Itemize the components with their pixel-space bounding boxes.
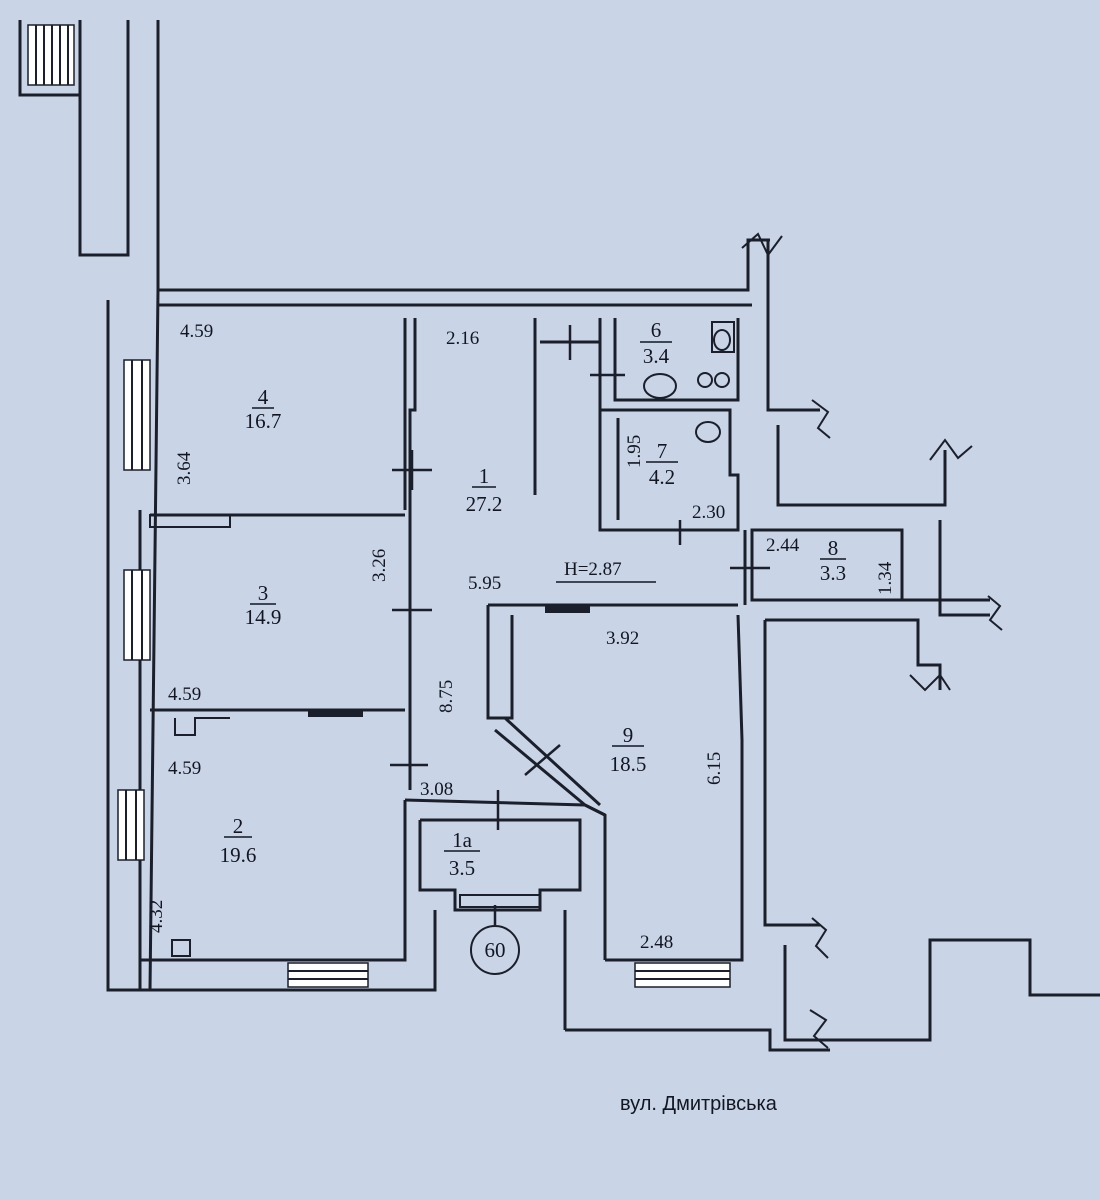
- right-neighbour-wall-6: [763, 620, 820, 927]
- hatched-openings: [308, 605, 590, 908]
- room9-column: [486, 605, 514, 720]
- room-6-label: 6 3.4: [640, 318, 672, 368]
- right-neighbour-wall-7: [783, 938, 1100, 1042]
- vent-box: [171, 939, 191, 957]
- room8-wall: [750, 528, 904, 602]
- room1a-wall: [418, 818, 582, 912]
- dim-2-side: 4.32: [146, 900, 167, 933]
- room-1a-label: 1а 3.5: [444, 828, 480, 880]
- windows: [27, 24, 731, 988]
- svg-text:3.5: 3.5: [449, 856, 475, 880]
- dim-9-top: 3.92: [606, 628, 639, 649]
- room-9-label: 9 18.5: [610, 723, 647, 776]
- wc-block-wall: [598, 318, 740, 532]
- dim-1-length: 8.75: [436, 680, 457, 713]
- bottom-wall-left: [108, 910, 437, 992]
- dim-9-side: 6.15: [704, 752, 725, 785]
- svg-text:16.7: 16.7: [245, 409, 282, 433]
- svg-text:3.3: 3.3: [820, 561, 846, 585]
- svg-text:4: 4: [258, 385, 269, 409]
- right-neighbour-wall-5: [765, 618, 942, 690]
- room1a-top-wall: [404, 798, 606, 817]
- upper-wing-wall: [78, 20, 130, 257]
- bottom-wall-right: [565, 1028, 830, 1052]
- sink-icon: [643, 373, 677, 399]
- svg-text:9: 9: [623, 723, 634, 747]
- svg-text:19.6: 19.6: [220, 843, 257, 867]
- svg-text:14.9: 14.9: [245, 605, 282, 629]
- window-room2-bottom: [287, 962, 369, 988]
- room-7-label: 7 4.2: [646, 439, 678, 489]
- stair-block-wall: [18, 20, 82, 97]
- svg-text:3.4: 3.4: [643, 344, 670, 368]
- dim-8-side: 1.34: [875, 561, 896, 595]
- plumbing-fixtures: [171, 321, 735, 957]
- dim-1-width: 5.95: [468, 573, 501, 594]
- top-wall: [158, 238, 770, 292]
- wall-3-2-pier: [174, 717, 230, 736]
- svg-text:60: 60: [485, 938, 506, 962]
- room9-left-lower-wall: [584, 803, 607, 960]
- svg-text:8: 8: [828, 536, 839, 560]
- svg-text:2: 2: [233, 814, 244, 838]
- dim-4-width: 4.59: [180, 321, 213, 342]
- svg-text:7: 7: [657, 439, 668, 463]
- dim-7-side: 1.95: [624, 435, 645, 468]
- stair: [27, 24, 75, 86]
- dim-1-top: 2.16: [446, 328, 479, 349]
- window-room3: [123, 569, 151, 661]
- room-3-label: 3 14.9: [245, 581, 282, 629]
- room-4-label: 4 16.7: [245, 385, 282, 433]
- window-room2: [117, 789, 145, 861]
- right-neighbour-wall-1: [766, 240, 820, 412]
- interior-walls: [149, 318, 904, 912]
- room6-wall: [613, 318, 740, 402]
- room-labels: 4 16.7 1 27.2 6 3.4 7 4.2 8 3.3 3 14.9: [220, 318, 847, 880]
- street-name: вул. Дмитрівська: [620, 1093, 778, 1115]
- svg-text:3: 3: [258, 581, 269, 605]
- svg-text:4.2: 4.2: [649, 465, 675, 489]
- dim-1a-top: 3.08: [420, 779, 453, 800]
- ceiling-height: H=2.87: [564, 559, 622, 580]
- dim-2-top: 4.59: [168, 758, 201, 779]
- dim-9-bottom: 2.48: [640, 932, 673, 953]
- dim-4-depth: 3.64: [174, 451, 195, 485]
- wall-4-3-pier: [149, 514, 231, 528]
- window-room9-bottom: [634, 962, 731, 988]
- svg-text:1: 1: [479, 464, 490, 488]
- exterior-walls: [18, 20, 1100, 1052]
- bidet-icon: [697, 372, 713, 388]
- svg-text:6: 6: [651, 318, 662, 342]
- washbasin-icon: [695, 421, 721, 443]
- dim-3-bottom: 4.59: [168, 684, 201, 705]
- toilet-icon: [711, 321, 735, 353]
- room9-diagonal-wall-2: [494, 728, 586, 807]
- break-marks: [741, 232, 1003, 1049]
- room9-right-wall: [605, 614, 744, 962]
- room-1-label: 1 27.2: [466, 464, 503, 516]
- right-neighbour-wall-4: [938, 520, 990, 617]
- bottom-wall-left-inner: [140, 800, 407, 962]
- dim-8-top: 2.44: [766, 535, 800, 556]
- svg-text:18.5: 18.5: [610, 752, 647, 776]
- dim-7-bottom: 2.30: [692, 502, 725, 523]
- room9-diagonal-wall: [503, 716, 602, 807]
- right-neighbour-wall-2: [776, 425, 947, 507]
- room-8-label: 8 3.3: [820, 536, 846, 585]
- door-marks: [390, 325, 770, 925]
- dim-3-depth: 3.26: [369, 549, 390, 582]
- window-room4: [123, 359, 151, 471]
- right-neighbour-wall-3: [900, 530, 990, 602]
- dimension-labels: 4.59 3.64 2.16 1.95 2.30 2.44 1.34 3.26 …: [146, 321, 896, 953]
- building-number-marker: 60: [470, 925, 520, 975]
- svg-text:27.2: 27.2: [466, 492, 503, 516]
- wall-1-left: [408, 318, 417, 790]
- room-2-label: 2 19.6: [220, 814, 257, 867]
- svg-text:1а: 1а: [452, 828, 473, 852]
